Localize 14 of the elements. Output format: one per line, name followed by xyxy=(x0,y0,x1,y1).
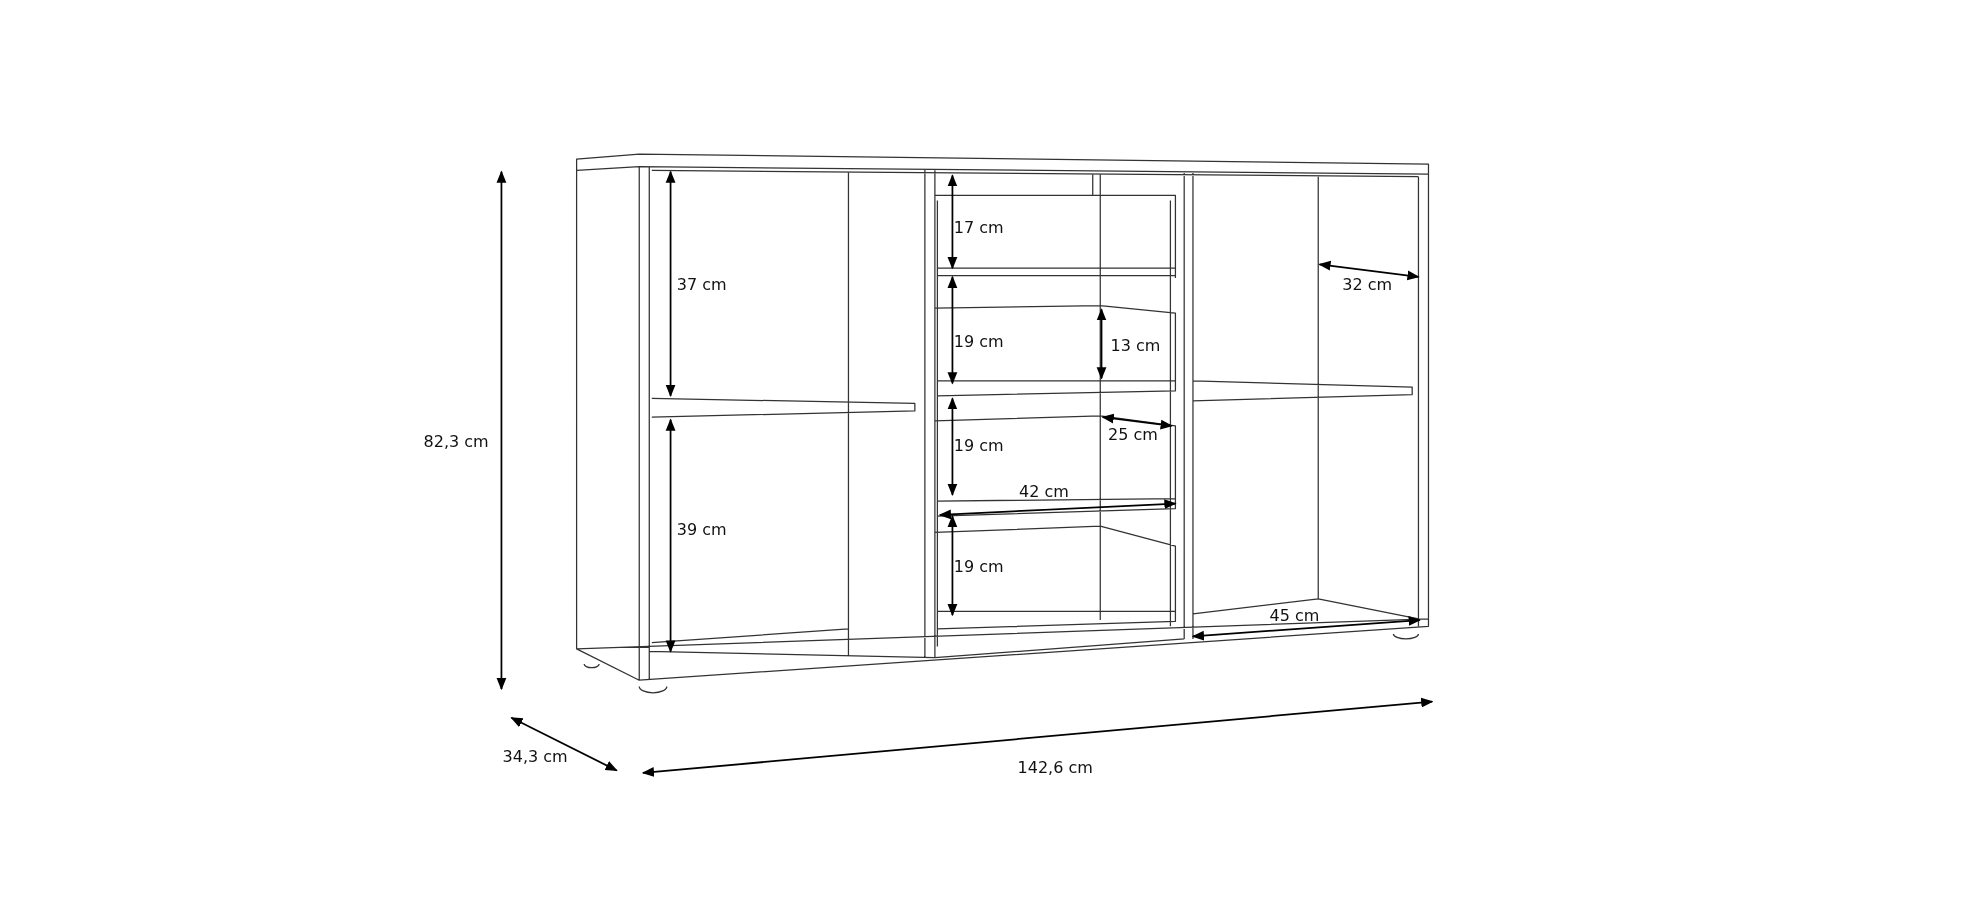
dimension-label: 19 cm xyxy=(953,331,1004,351)
dimension-label: 25 cm xyxy=(1107,424,1158,444)
dimension-label: 142,6 cm xyxy=(1017,757,1093,777)
dimension-label: 19 cm xyxy=(953,435,1004,455)
dimension-label: 82,3 cm xyxy=(423,431,489,451)
dimension-label: 34,3 cm xyxy=(502,746,568,766)
dimension-label: 17 cm xyxy=(953,217,1004,237)
dimension-label: 45 cm xyxy=(1269,605,1320,625)
dimension-label: 37 cm xyxy=(676,274,727,294)
dimension-label: 19 cm xyxy=(953,556,1004,576)
dimension-label: 32 cm xyxy=(1342,274,1393,294)
dimension-label: 13 cm xyxy=(1110,335,1161,355)
dimension-label: 39 cm xyxy=(676,519,727,539)
dimension-label: 42 cm xyxy=(1019,481,1069,501)
